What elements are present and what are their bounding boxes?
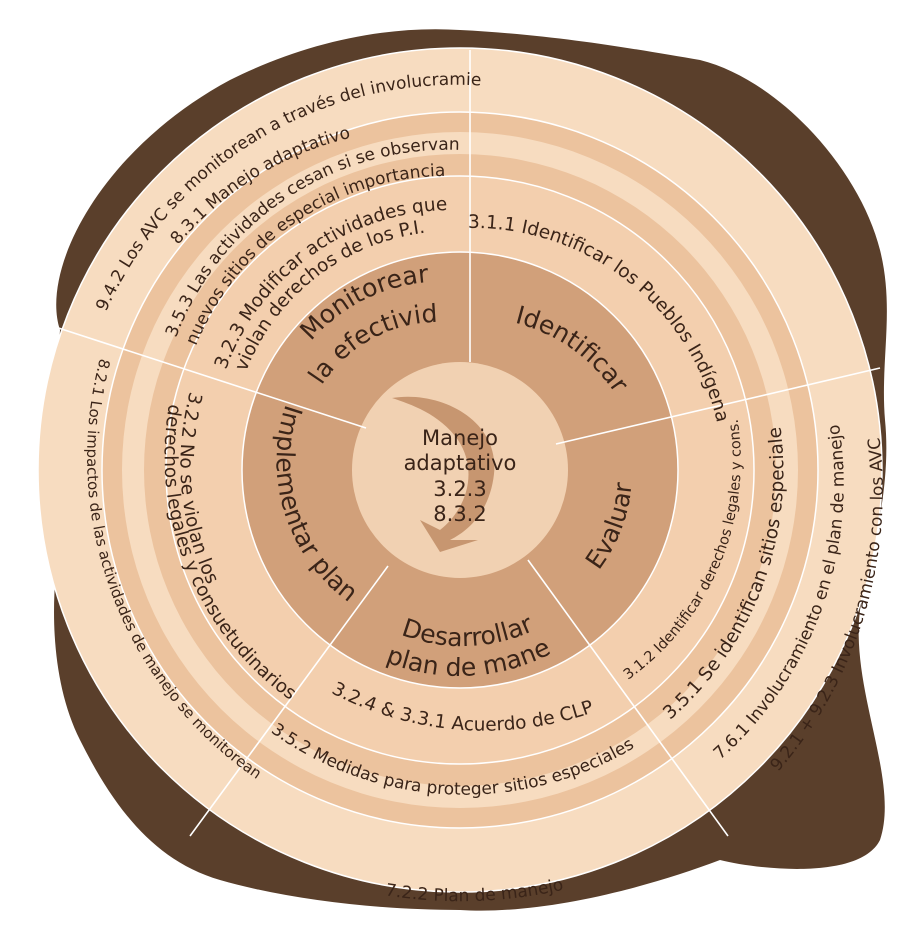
sep-218 bbox=[241, 251, 679, 689]
divider-left bbox=[39, 321, 367, 429]
radial-dividers bbox=[39, 50, 881, 837]
divider-bottom-left bbox=[189, 565, 389, 837]
sep-outer bbox=[37, 47, 883, 893]
cycle-arrow-body bbox=[392, 396, 495, 552]
ring-separators bbox=[37, 47, 883, 893]
center-code-line2: 8.3.2 bbox=[433, 502, 486, 526]
divider-bottom-right bbox=[527, 559, 729, 837]
center-title-line2: adaptativo bbox=[404, 451, 517, 475]
center-title-line1: Manejo bbox=[422, 426, 498, 450]
divider-right bbox=[555, 367, 881, 445]
cycle-arrow bbox=[392, 396, 495, 552]
center-disc bbox=[352, 362, 568, 578]
sep-358 bbox=[101, 111, 819, 829]
center-code-line1: 3.2.3 bbox=[433, 477, 486, 501]
sep-294 bbox=[165, 175, 755, 765]
